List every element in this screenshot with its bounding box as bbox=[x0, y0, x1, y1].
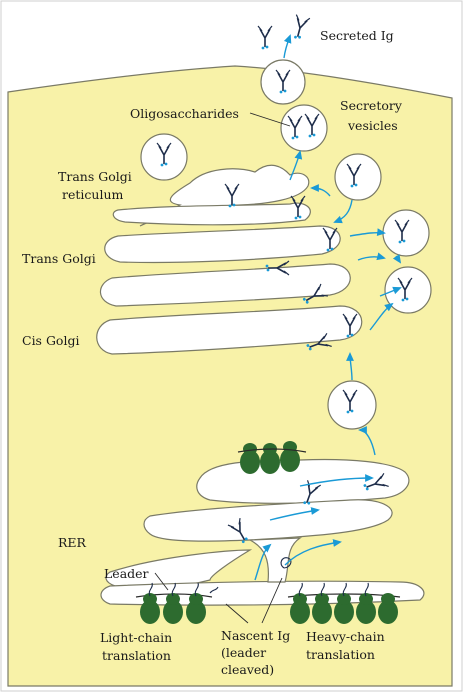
vesicle bbox=[385, 267, 431, 313]
label-heavy-chain-1: Heavy-chain bbox=[306, 629, 385, 644]
label-trans-golgi: Trans Golgi bbox=[22, 251, 96, 266]
label-trans-golgi-reticulum-1: Trans Golgi bbox=[58, 169, 132, 184]
label-light-chain-2: translation bbox=[102, 648, 171, 663]
label-heavy-chain-2: translation bbox=[306, 647, 375, 662]
vesicle bbox=[281, 105, 327, 151]
label-leader: Leader bbox=[104, 566, 149, 581]
vesicle bbox=[328, 381, 376, 429]
vesicle bbox=[335, 154, 381, 200]
label-nascent-ig-3: cleaved) bbox=[221, 662, 274, 677]
label-trans-golgi-reticulum-2: reticulum bbox=[62, 187, 123, 202]
ribosomes-er-top bbox=[238, 441, 306, 474]
label-nascent-ig-2: (leader bbox=[221, 645, 266, 660]
label-secreted-ig: Secreted Ig bbox=[320, 28, 394, 43]
label-oligosaccharides: Oligosaccharides bbox=[130, 106, 239, 121]
label-cis-golgi: Cis Golgi bbox=[22, 333, 79, 348]
light-chain-ribosomes bbox=[136, 593, 212, 624]
label-secretory: Secretory bbox=[340, 98, 403, 113]
label-nascent-ig-1: Nascent Ig bbox=[221, 628, 290, 643]
label-rer: RER bbox=[58, 535, 87, 550]
vesicle bbox=[383, 210, 429, 256]
label-light-chain-1: Light-chain bbox=[100, 630, 172, 645]
heavy-chain-ribosomes bbox=[288, 593, 400, 624]
label-vesicles: vesicles bbox=[347, 118, 398, 133]
